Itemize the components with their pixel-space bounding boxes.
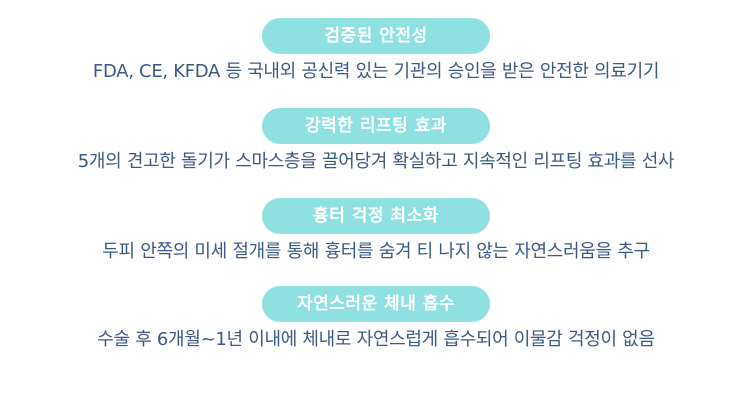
feature-title-badge: 강력한 리프팅 효과 <box>262 108 490 144</box>
feature-description: 5개의 견고한 돌기가 스마스층을 끌어당겨 확실하고 지속적인 리프팅 효과를… <box>77 151 675 172</box>
feature-description: 두피 안쪽의 미세 절개를 통해 흉터를 숨겨 티 나지 않는 자연스러움을 추… <box>102 241 650 262</box>
feature-title-badge: 검증된 안전성 <box>262 18 490 54</box>
feature-title-badge: 흉터 걱정 최소화 <box>262 198 490 234</box>
feature-item: 자연스러운 체내 흡수 수술 후 6개월~1년 이내에 체내로 자연스럽게 흡수… <box>0 286 752 352</box>
feature-description: 수술 후 6개월~1년 이내에 체내로 자연스럽게 흡수되어 이물감 걱정이 없… <box>97 329 655 350</box>
feature-title-badge: 자연스러운 체내 흡수 <box>262 286 490 322</box>
feature-item: 검증된 안전성 FDA, CE, KFDA 등 국내외 공신력 있는 기관의 승… <box>0 18 752 84</box>
feature-item: 강력한 리프팅 효과 5개의 견고한 돌기가 스마스층을 끌어당겨 확실하고 지… <box>0 108 752 174</box>
feature-description: FDA, CE, KFDA 등 국내외 공신력 있는 기관의 승인을 받은 안전… <box>92 61 660 82</box>
feature-item: 흉터 걱정 최소화 두피 안쪽의 미세 절개를 통해 흉터를 숨겨 티 나지 않… <box>0 198 752 264</box>
